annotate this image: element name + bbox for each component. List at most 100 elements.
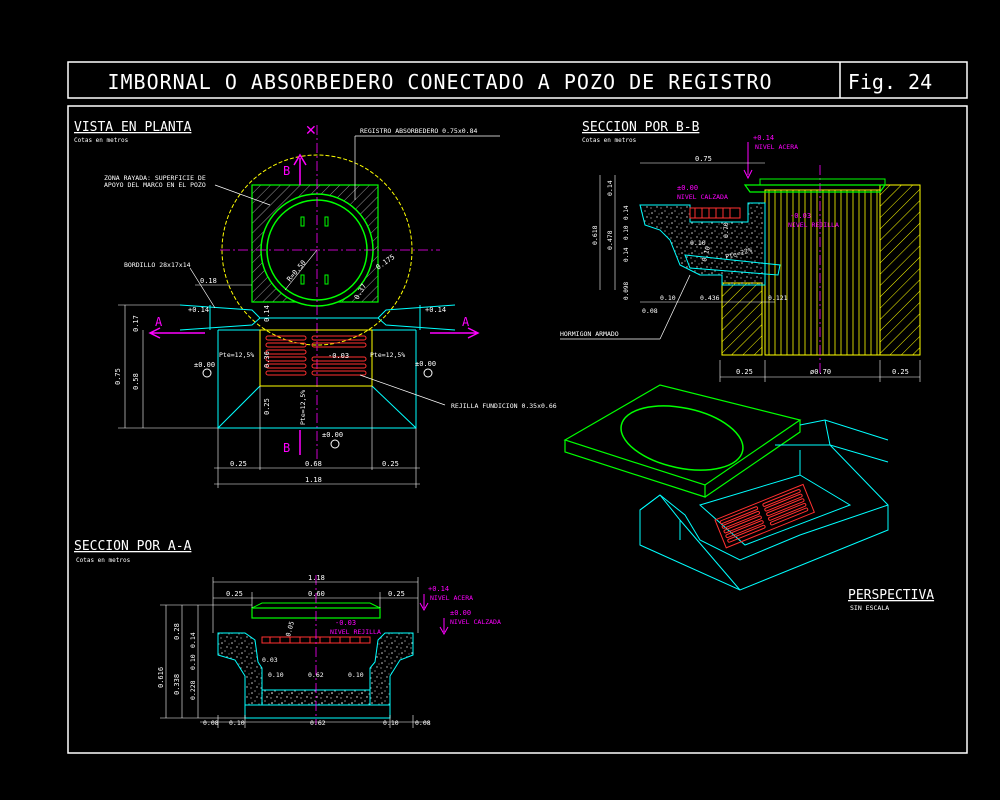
seca-heading: SECCION POR A-A xyxy=(74,539,192,554)
seca-level-m003: -0.03 xyxy=(335,619,356,627)
secb-dim-008: 0.08 xyxy=(642,307,658,315)
bottom-dim-068: 0.68 xyxy=(305,460,322,468)
seca-top-025-right: 0.25 xyxy=(388,590,405,598)
bottom-dim-025-right: 0.25 xyxy=(382,460,399,468)
rejilla-label: REJILLA FUNDICION 0.35x0.66 xyxy=(451,402,557,410)
seca-bottom-062: 0.62 xyxy=(310,719,326,727)
level-000-right: ±0.00 xyxy=(415,360,436,368)
seca-dim-010c: 0.10 xyxy=(348,671,364,679)
plan-subtitle: Cotas en metros xyxy=(74,137,129,144)
grate-frame xyxy=(259,329,373,387)
secb-dim-0618: 0.618 xyxy=(591,225,599,245)
title-frame xyxy=(67,61,968,99)
dim-017: 0.17 xyxy=(132,315,140,332)
secb-heading: SECCION POR B-B xyxy=(582,120,700,135)
dim-014: 0.14 xyxy=(263,305,271,322)
plan-view: VISTA EN PLANTA Cotas en metros ✕ B B xyxy=(74,120,557,488)
seca-nivel-acera: NIVEL ACERA xyxy=(430,594,473,602)
manhole-shaft xyxy=(764,189,881,356)
section-a-marker-left: A xyxy=(155,315,163,329)
seca-top-118: 1.18 xyxy=(308,574,325,582)
secb-dim-0098: 0.098 xyxy=(623,282,630,300)
dim-025-vertical: 0.25 xyxy=(263,398,271,415)
level-000-left: ±0.00 xyxy=(194,361,215,369)
svg-text:✕: ✕ xyxy=(305,123,317,139)
section-b-marker-bottom: B xyxy=(283,441,290,455)
sheet-title: IMBORNAL O ABSORBEDERO CONECTADO A POZO … xyxy=(107,70,772,94)
pte-right: Pte=12,5% xyxy=(370,351,405,359)
secb-level-calzada: NIVEL CALZADA xyxy=(677,193,728,201)
hormigon-label: HORMIGON ARMADO xyxy=(560,330,619,338)
level-plus014-right: +0.14 xyxy=(425,306,446,314)
seca-bottom-010-right: 0.10 xyxy=(383,719,399,727)
seca-bottom-008-left: 0.08 xyxy=(203,719,219,727)
secb-bottom-025-left: 0.25 xyxy=(736,368,753,376)
level-000-bottom: ±0.00 xyxy=(322,431,343,439)
bottom-dim-118: 1.18 xyxy=(305,476,322,484)
secb-dim-014c: 0.14 xyxy=(623,247,630,262)
persp-heading: PERSPECTIVA xyxy=(848,588,934,603)
drawing-frame xyxy=(67,105,968,754)
bottom-dim-025-left: 0.25 xyxy=(230,460,247,468)
figure-number: Fig. 24 xyxy=(848,70,932,94)
level-plus014-left: +0.14 xyxy=(188,306,209,314)
seca-nivel-rejilla: NIVEL REJILLA xyxy=(330,628,381,636)
secb-level-calzada-value: ±0.00 xyxy=(677,184,698,192)
seca-dim-0616: 0.616 xyxy=(157,667,165,688)
secb-bottom-070: ø0.70 xyxy=(810,368,831,376)
dim-058: 0.58 xyxy=(132,373,140,390)
secb-dim-014: 0.14 xyxy=(606,180,614,196)
secb-level-rejilla: NIVEL REJILLA xyxy=(788,221,839,229)
perspective-cover xyxy=(620,405,744,471)
seca-dim-062: 0.62 xyxy=(308,671,324,679)
section-b-b: SECCION POR B-B Cotas en metros +0.14 NI… xyxy=(560,120,921,382)
seca-dim-003: 0.03 xyxy=(262,656,278,664)
secb-level-acera-value: +0.14 xyxy=(753,134,774,142)
seca-dim-014: 0.14 xyxy=(189,632,197,648)
secb-dim-010d: 0.10 xyxy=(660,294,676,302)
secb-dim-010a: 0.10 xyxy=(623,225,630,240)
seca-dim-010b: 0.10 xyxy=(268,671,284,679)
secb-dim-010c: 0.10 xyxy=(700,245,712,262)
manhole-wall-left xyxy=(721,282,763,356)
zona-label-2: APOYO DEL MARCO EN EL POZO xyxy=(104,181,206,189)
seca-dim-0338: 0.338 xyxy=(173,674,181,695)
pte-bottom: Pte=12,5% xyxy=(299,390,307,425)
secb-level-acera: NIVEL ACERA xyxy=(755,143,798,151)
secb-subtitle: Cotas en metros xyxy=(582,137,637,144)
secb-level-rejilla-value: -0.03 xyxy=(790,212,811,220)
perspective-grate xyxy=(714,483,815,549)
secb-dim-070v: 0.70 xyxy=(722,222,730,238)
seca-dim-005: 0.05 xyxy=(284,620,296,637)
seca-level-000: ±0.00 xyxy=(450,609,471,617)
seca-dim-010: 0.10 xyxy=(189,654,197,670)
seca-dim-028: 0.28 xyxy=(173,623,181,640)
secb-dim-010b: 0.10 xyxy=(690,239,706,247)
dim-018: 0.18 xyxy=(200,277,217,285)
perspective-view: PERSPECTIVA SIN ESCALA xyxy=(563,384,934,612)
seca-subtitle: Cotas en metros xyxy=(76,557,131,564)
seca-nivel-calzada: NIVEL CALZADA xyxy=(450,618,501,626)
seca-bottom-010-left: 0.10 xyxy=(229,719,245,727)
plan-heading: VISTA EN PLANTA xyxy=(74,120,192,135)
registro-label: REGISTRO ABSORBEDERO 0.75x0.84 xyxy=(360,127,477,135)
seca-level-014: +0.14 xyxy=(428,585,449,593)
secb-dim-0478: 0.478 xyxy=(606,230,614,250)
level-minus003: -0.03 xyxy=(328,352,349,360)
grate-bars xyxy=(265,335,367,376)
section-a-marker-right: A xyxy=(462,315,470,329)
persp-subtitle: SIN ESCALA xyxy=(850,604,889,612)
secb-dim-075: 0.75 xyxy=(695,155,712,163)
secb-dim-0121: 0.121 xyxy=(768,294,788,302)
bordillo-label: BORDILLO 28x17x14 xyxy=(124,261,191,269)
secb-bottom-025-right: 0.25 xyxy=(892,368,909,376)
pte-left: Pte=12,5% xyxy=(219,351,254,359)
secb-dim-0436: 0.436 xyxy=(700,294,720,302)
dim-036: 0.36 xyxy=(263,351,271,368)
seca-top-060: 0.60 xyxy=(308,590,325,598)
dim-075: 0.75 xyxy=(114,368,122,385)
secb-dim-014b: 0.14 xyxy=(623,205,630,220)
seca-top-025-left: 0.25 xyxy=(226,590,243,598)
zona-label-1: ZONA RAYADA: SUPERFICIE DE xyxy=(104,174,206,182)
